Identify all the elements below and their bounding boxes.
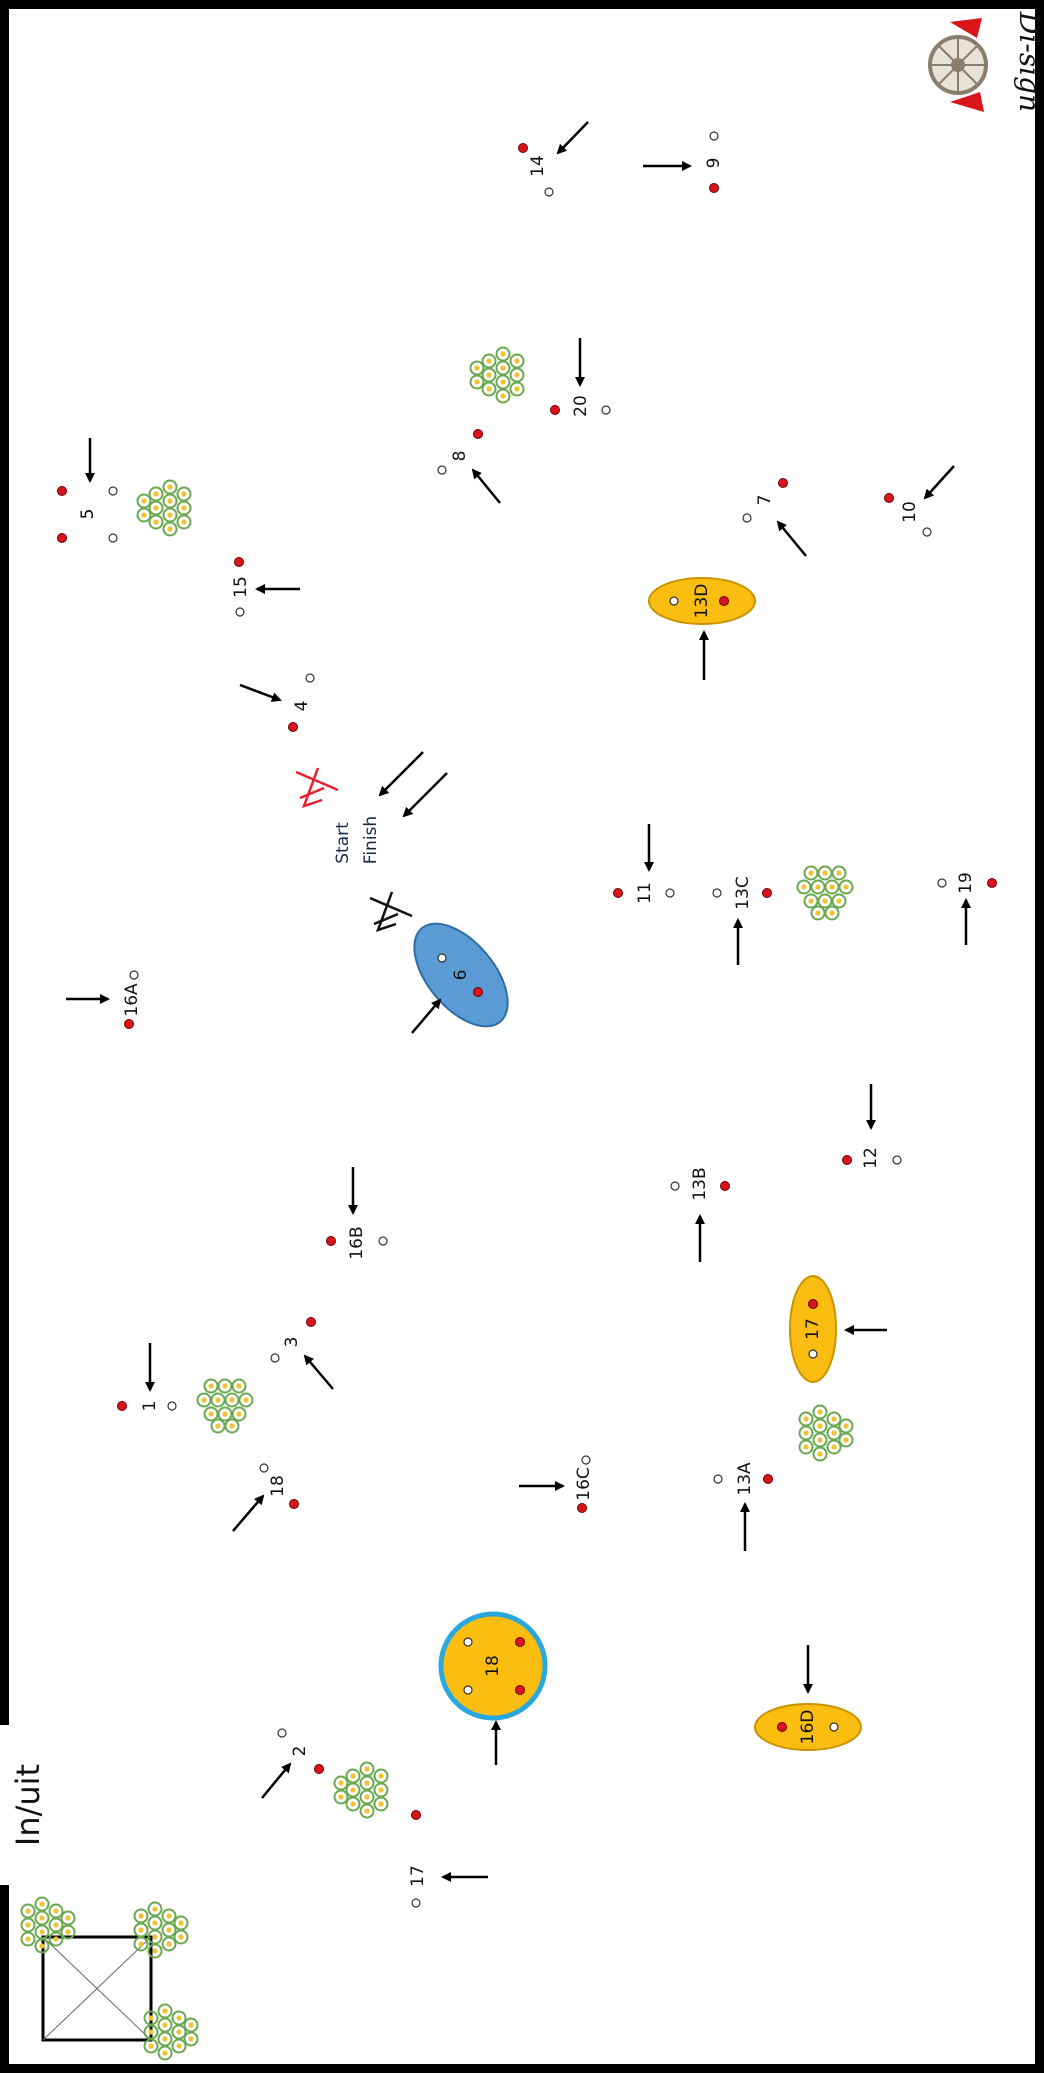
label-16b: 16B: [347, 1226, 367, 1259]
label-19: 19: [956, 872, 976, 894]
label-10: 10: [900, 501, 920, 523]
di-sign-logo: [928, 18, 988, 112]
label-16d: 16D: [798, 1710, 818, 1745]
label-5: 5: [78, 509, 98, 520]
label-2: 2: [290, 1746, 310, 1757]
obstacle-labels: 14 9 5 8 20 15 4 7 10 13D 6 11 13C 19 16…: [78, 155, 976, 1887]
zone-13d: [648, 577, 756, 625]
label-13c: 13C: [733, 876, 753, 910]
logo-text: Di-sign: [1013, 11, 1044, 112]
label-16c: 16C: [574, 1467, 594, 1501]
finish-flag-icon: [369, 891, 413, 933]
flowerbed-entry-2: [135, 1903, 188, 1958]
label-17-zone: 17: [803, 1318, 823, 1340]
zone-16d: [754, 1703, 862, 1751]
label-9: 9: [704, 158, 724, 169]
zone-17: [789, 1275, 837, 1383]
label-18: 18: [268, 1475, 288, 1497]
label-1: 1: [140, 1401, 160, 1412]
flowerbed-2: [335, 1763, 388, 1818]
label-15: 15: [231, 576, 251, 598]
finish-label: Finish: [361, 816, 381, 864]
label-8: 8: [450, 451, 470, 462]
flowerbed-1: [198, 1380, 253, 1433]
start-flag-icon: [295, 767, 339, 809]
zone-6: [413, 922, 509, 1028]
white-markers: [108, 131, 947, 1908]
flowerbed-5: [138, 481, 191, 536]
flowerbed-13c: [798, 867, 853, 920]
label-3: 3: [282, 1337, 302, 1348]
flowerbed-13a: [800, 1406, 853, 1461]
label-18-zone: 18: [483, 1655, 503, 1677]
label-13d: 13D: [692, 584, 712, 619]
finish-arrow: [402, 772, 448, 818]
start-label: Start: [333, 822, 353, 864]
entry-exit-label: In/uit: [9, 1764, 47, 1846]
label-16a: 16A: [122, 983, 142, 1017]
label-17: 17: [408, 1865, 428, 1887]
label-6: 6: [451, 970, 471, 981]
direction-arrows: [66, 121, 971, 1882]
flowerbed-20: [471, 348, 524, 403]
label-13b: 13B: [690, 1167, 710, 1200]
label-13a: 13A: [735, 1462, 755, 1496]
label-20: 20: [571, 395, 591, 417]
label-11: 11: [635, 882, 655, 904]
label-7: 7: [755, 495, 775, 506]
label-4: 4: [292, 701, 312, 712]
label-12: 12: [861, 1147, 881, 1169]
entry-box: [41, 1935, 153, 2042]
flowerbed-entry-1: [22, 1898, 75, 1953]
red-markers: [57, 143, 997, 1820]
label-14: 14: [528, 155, 548, 177]
start-arrow: [378, 751, 424, 797]
